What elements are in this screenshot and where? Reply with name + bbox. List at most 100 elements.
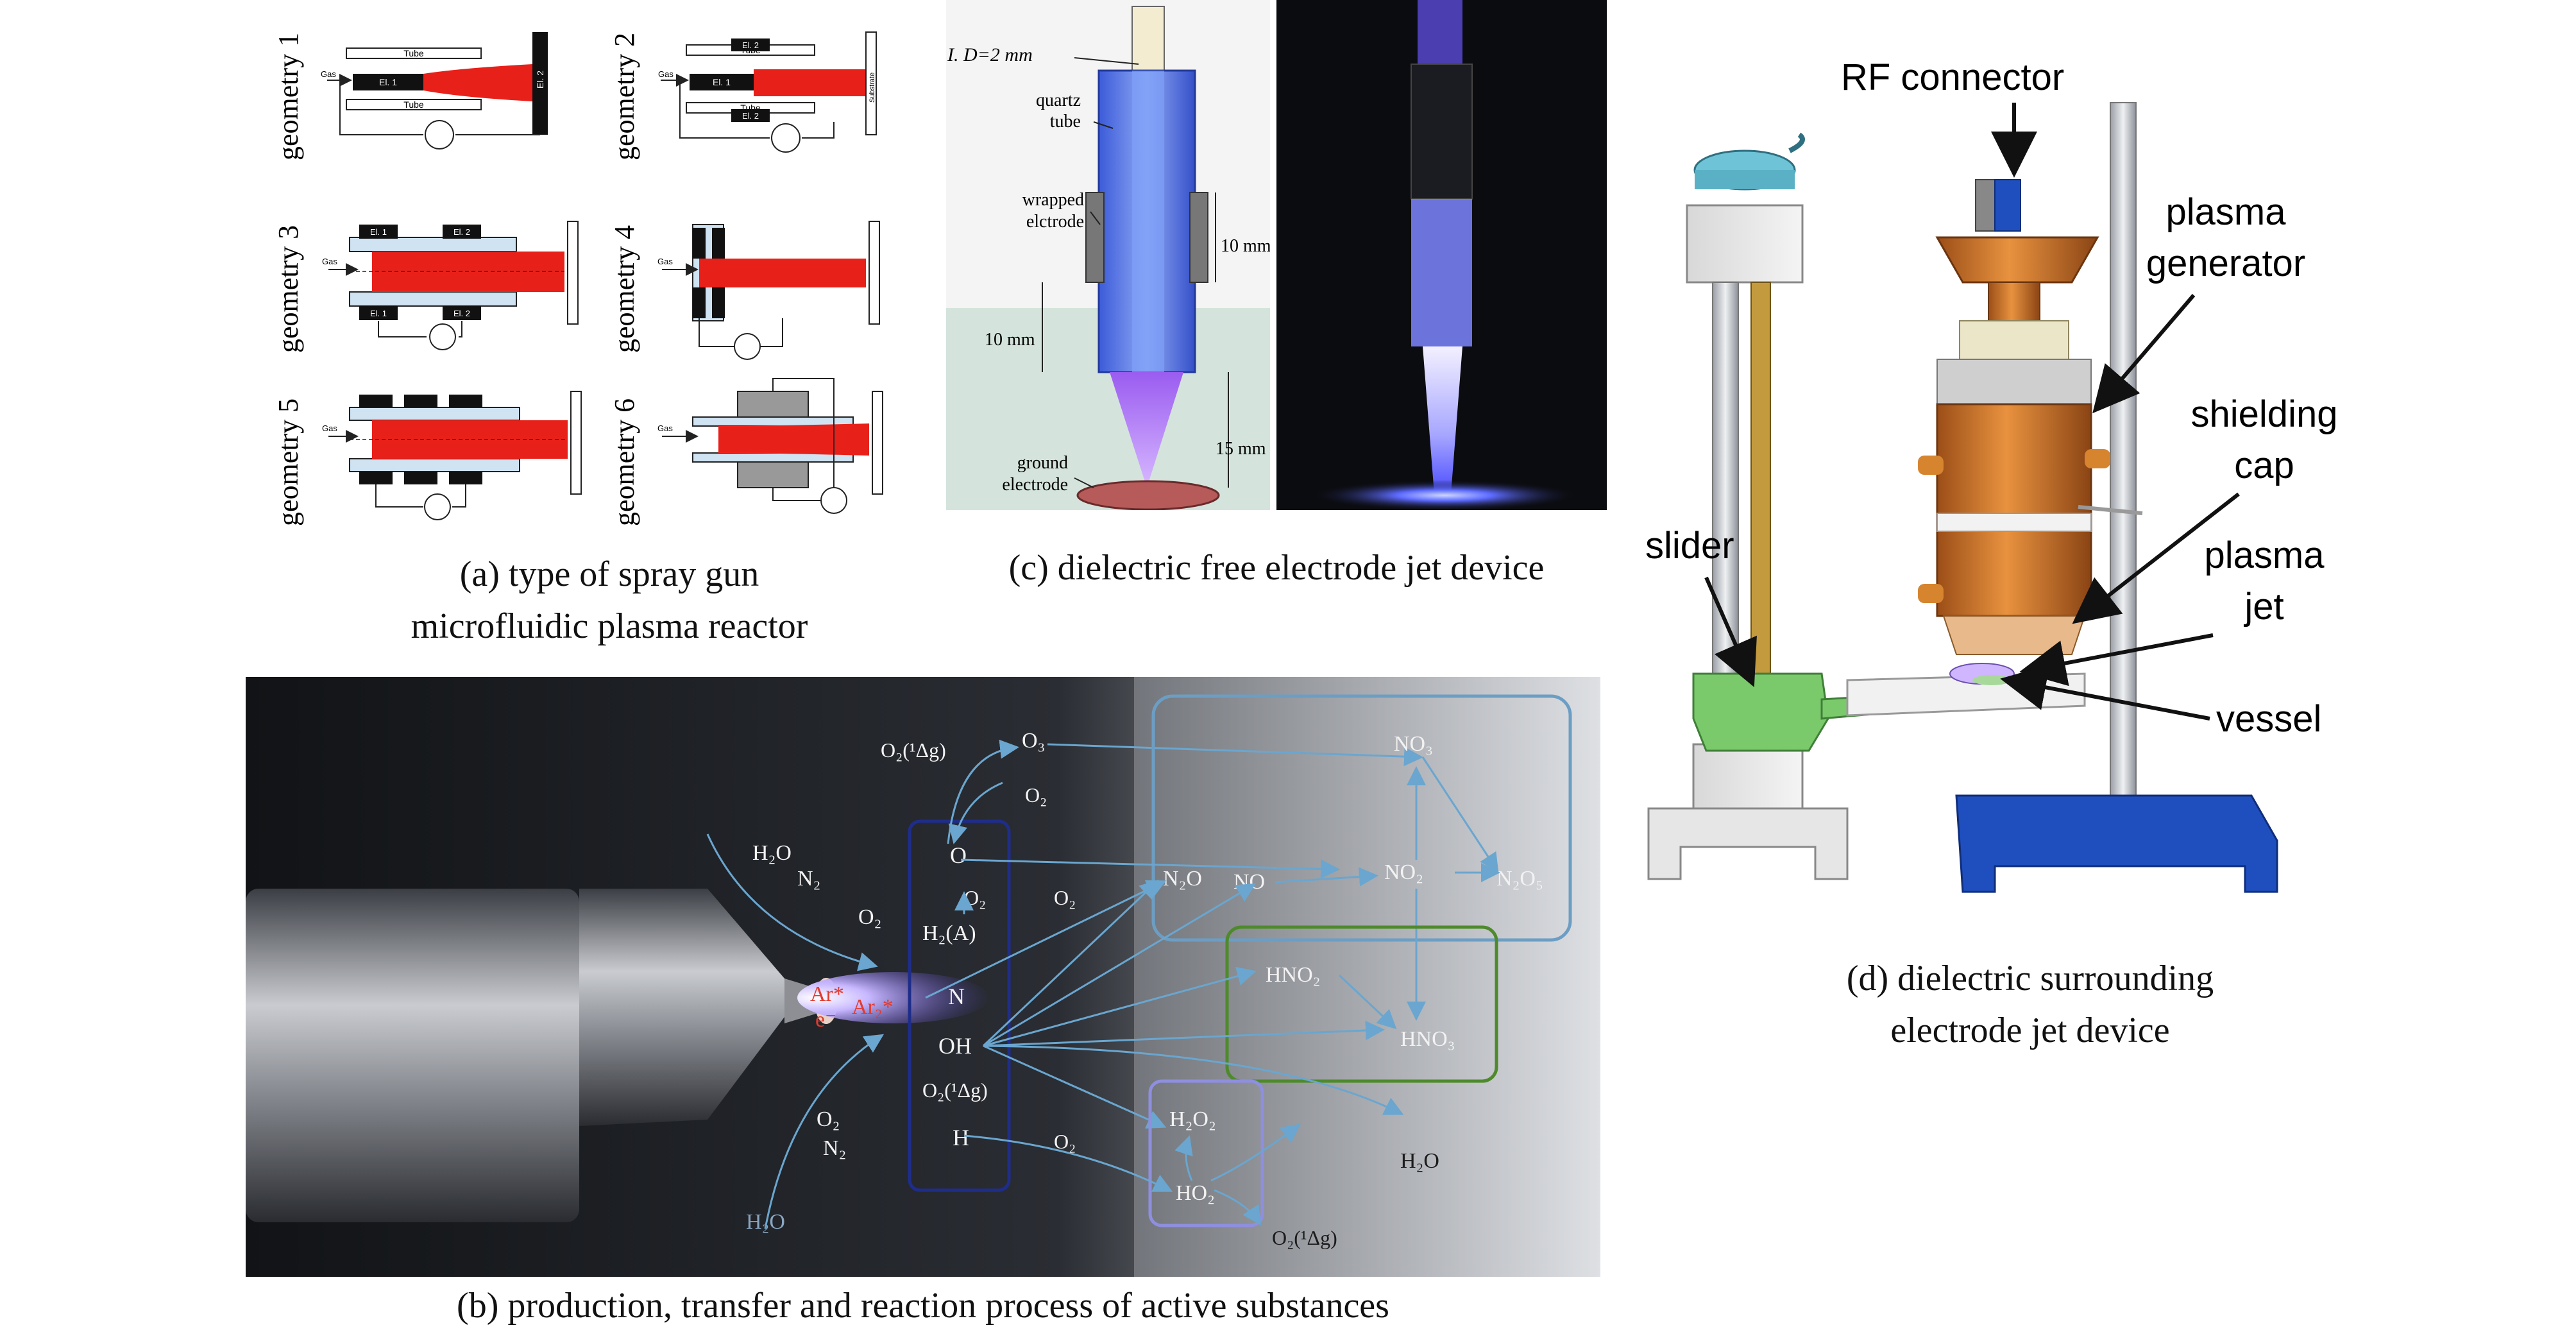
purple-ho2: HO₂ <box>1176 1181 1215 1205</box>
glowing-tube <box>1411 199 1472 346</box>
svg-text:El. 2: El. 2 <box>453 309 470 318</box>
elctrode-label: elctrode <box>1026 212 1084 232</box>
ground-label: ground <box>1017 453 1068 473</box>
panel-a-caption: (a) type of spray gun microfluidic plasm… <box>282 549 936 653</box>
geometry-5-schematic: Gas <box>322 391 582 520</box>
panel-b-caption: (b) production, transfer and reaction pr… <box>457 1286 1389 1326</box>
svg-text:Gas: Gas <box>657 257 673 266</box>
svg-text:El. 2: El. 2 <box>535 71 545 89</box>
geometry-3-schematic: El. 1 El. 2 El. 1 El. 2 Gas <box>322 221 579 350</box>
electrode-label: electrode <box>1002 475 1068 495</box>
panel-c-photo <box>1276 0 1607 511</box>
surrounding-electrode-diagram: RF connector plasma generator shielding … <box>1645 56 2338 893</box>
wrapped-label: wrapped <box>1022 190 1084 210</box>
other-h2o: H₂O <box>1400 1149 1439 1173</box>
svg-text:El. 1: El. 1 <box>713 77 731 87</box>
slider-block <box>1692 672 1829 752</box>
svg-text:El. 1: El. 1 <box>370 309 387 318</box>
ambient-top-h2o: H₂O <box>752 841 792 865</box>
left-column <box>1647 132 1849 880</box>
geometry-4-schematic: Gas <box>657 221 880 360</box>
svg-text:Gas: Gas <box>321 69 336 79</box>
vessel-label: vessel <box>2216 698 2321 740</box>
inner-diameter-label: I. D=2 mm <box>947 44 1033 65</box>
peroxide-box <box>1148 1079 1264 1227</box>
ambient-top-n2: N₂ <box>797 867 820 891</box>
species-ar-star: Ar* <box>810 982 844 1006</box>
lead-screw <box>1750 282 1771 732</box>
geometry-1-label: geometry 1 <box>273 33 304 160</box>
geometry-2-schematic: Tube Tube El. 2 El. 2 El. 1 Substrate Ga… <box>658 31 877 153</box>
mid-no: NO <box>1233 870 1265 894</box>
mid-o2: O₂ <box>1054 886 1076 909</box>
shielding-cap-label-2: cap <box>2234 445 2294 486</box>
species-O2-singlet: O₂(¹Δg) <box>922 1079 988 1102</box>
wrapped-electrode-tape <box>1411 64 1473 200</box>
geometry-4-label: geometry 4 <box>609 225 640 353</box>
panel-b-reaction-process: Ar* e⁻ Ar₂* H₂O N₂ O₂ O₂ N₂ H₂O O O₂ H₂(… <box>246 677 1600 1277</box>
svg-text:El. 2: El. 2 <box>742 111 759 121</box>
svg-text:Tube: Tube <box>403 48 424 58</box>
plasma-jet-glow <box>1423 346 1462 494</box>
surface-glow <box>1310 480 1579 511</box>
purple-h2o2: H₂O₂ <box>1169 1107 1216 1131</box>
plasma-generator-label-1: plasma <box>2166 191 2287 233</box>
svg-text:El. 2: El. 2 <box>453 227 470 237</box>
dim-10mm-upper: 10 mm <box>1221 236 1270 256</box>
left-base <box>1647 807 1849 880</box>
ambient-top-o2: O₂ <box>858 905 881 929</box>
svg-text:Gas: Gas <box>322 423 337 433</box>
free-electrode-schematic: I. D=2 mm quartz tube wrapped elctrode 1… <box>946 0 1271 511</box>
jet-photo <box>1310 0 1579 511</box>
species-ar2-star: Ar₂* <box>852 995 894 1019</box>
svg-text:Gas: Gas <box>657 423 673 433</box>
other-o2: O₂ <box>1054 1130 1076 1153</box>
geometry-6-label: geometry 6 <box>609 398 640 526</box>
shielding-cap-label-1: shielding <box>2191 393 2338 435</box>
nitric-acids-box <box>1225 925 1498 1083</box>
slider-label: slider <box>1645 525 1734 567</box>
right-base <box>1955 794 2278 893</box>
wrapped-electrode-left <box>1085 192 1105 283</box>
ground-electrode-disc <box>1076 480 1220 511</box>
plasma-plume <box>1110 372 1183 488</box>
other-o2-singlet: O₂(¹Δg) <box>1272 1226 1337 1249</box>
panel-d-surrounding-electrode: RF connector plasma generator shielding … <box>1636 38 2373 924</box>
species-O: O <box>950 842 967 868</box>
ambient-bottom-o2: O₂ <box>817 1107 840 1131</box>
panel-a-geometries: geometry 1 geometry 2 geometry 3 geometr… <box>269 13 924 545</box>
plasma-jet-label-1: plasma <box>2205 534 2325 576</box>
plasma-generator-body <box>1918 179 2143 655</box>
svg-text:Tube: Tube <box>403 99 424 110</box>
ambient-bottom-n2: N₂ <box>823 1136 846 1160</box>
dim-15mm: 15 mm <box>1216 439 1266 459</box>
quartz-label: quartz <box>1036 90 1081 110</box>
mid-n2o: N₂O <box>1163 867 1202 891</box>
top-glow <box>1418 0 1462 71</box>
species-electron: e⁻ <box>815 1008 836 1032</box>
plasma-jet-beam <box>797 972 990 1023</box>
panel-d-caption: (d) dielectric surrounding electrode jet… <box>1668 953 2393 1057</box>
mid-no3: NO₃ <box>1394 732 1433 756</box>
species-H: H <box>953 1125 969 1150</box>
dim-10mm-lower: 10 mm <box>985 330 1035 350</box>
panel-a-caption-line1: (a) type of spray gun <box>459 554 759 594</box>
panel-d-caption-line2: electrode jet device <box>1890 1011 2170 1051</box>
panel-d-caption-line1: (d) dielectric surrounding <box>1846 959 2214 998</box>
mid-no2: NO₂ <box>1384 860 1423 884</box>
plasma-jet-label-2: jet <box>2243 586 2284 628</box>
ambient-bottom-h2o: H₂O <box>746 1210 785 1234</box>
geometry-6-schematic: Gas <box>657 378 883 514</box>
geometry-5-label: geometry 5 <box>273 398 304 526</box>
geometries-diagram: geometry 1 geometry 2 geometry 3 geometr… <box>273 31 883 526</box>
primary-species-box <box>908 819 1011 1192</box>
species-N: N <box>948 984 965 1009</box>
plasma-generator-label-2: generator <box>2146 243 2305 284</box>
svg-text:El. 1: El. 1 <box>370 227 387 237</box>
geometry-1-schematic: Tube Tube El. 1 El. 2 Gas <box>321 32 548 149</box>
shielding-cap-shape <box>1942 615 2086 655</box>
panel-c-caption: (c) dielectric free electrode jet device <box>1008 548 1545 588</box>
upper-o3: O₃ <box>1022 729 1045 753</box>
rf-connector-label: RF connector <box>1841 56 2064 98</box>
svg-text:Substrate: Substrate <box>869 73 876 103</box>
